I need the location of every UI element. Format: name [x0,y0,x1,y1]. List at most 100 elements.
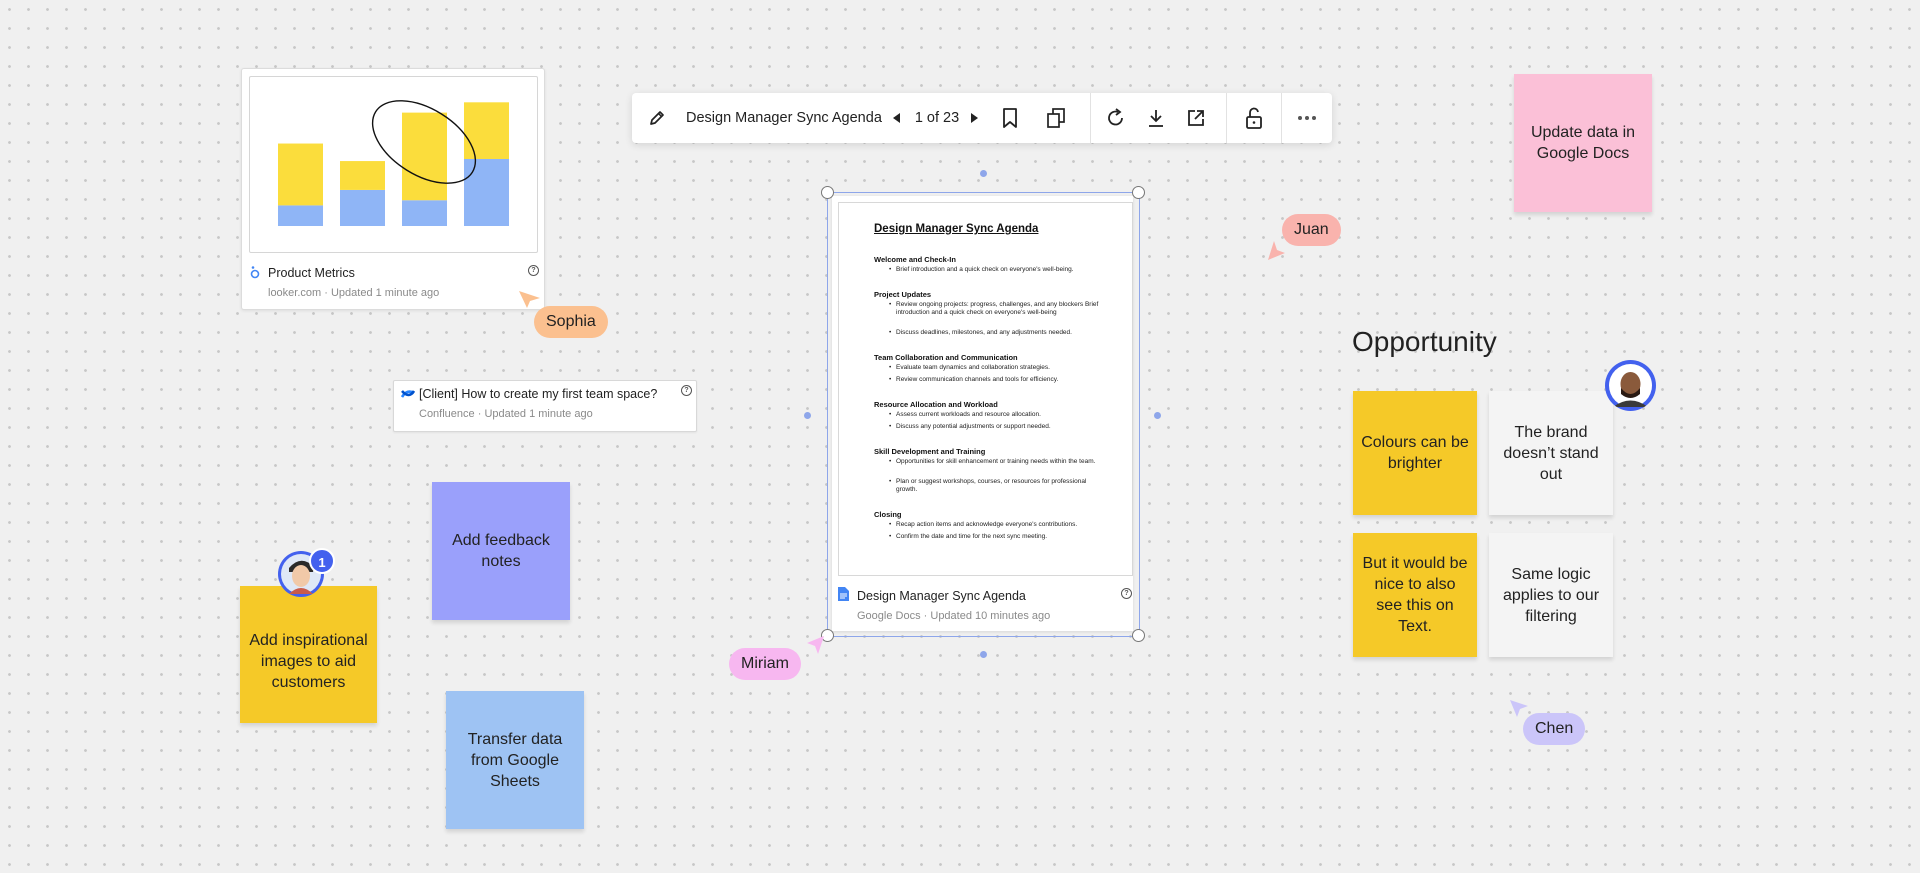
next-page-button[interactable] [963,93,985,143]
sticky-note-brand[interactable]: The brand doesn’t stand out [1489,391,1613,515]
cursor-arrow-sophia [519,291,540,308]
chart-bar-2-series-1 [340,189,385,226]
toolbar-document-name: Design Manager Sync Agenda [686,110,882,126]
connector-dot-left[interactable] [804,412,811,419]
toolbar-divider [1281,93,1282,143]
sticky-note-filtering[interactable]: Same logic applies to our filtering [1489,533,1613,657]
user-avatar-with-notification[interactable] [278,551,324,597]
document-bullet: Confirm the date and time for the next s… [889,533,1101,541]
document-updated: Updated 10 minutes ago [930,610,1051,622]
sticky-note-inspirational[interactable]: Add inspirational images to aid customer… [240,586,377,723]
connector-dot-top[interactable] [980,170,987,177]
bar-chart [249,76,538,253]
sticky-note-colours[interactable]: Colours can be brighter [1353,391,1477,515]
cursor-label-sophia: Sophia [534,306,608,338]
lock-button[interactable] [1236,93,1272,143]
resize-handle-top-right[interactable] [1132,186,1145,199]
confluence-updated: Updated 1 minute ago [484,408,593,420]
document-bullet: Review ongoing projects: progress, chall… [889,301,1101,317]
chart-bar-3-series-1 [402,200,447,226]
document-bullet: Opportunities for skill enhancement or t… [889,458,1101,466]
document-bullet: Assess current workloads and resource al… [889,411,1101,419]
more-options-button[interactable] [1288,93,1326,143]
download-button[interactable] [1138,93,1174,143]
document-section-heading: Team Collaboration and Communication [874,353,1018,362]
page-counter: 1 of 23 [914,110,960,126]
cursor-arrow-miriam [807,636,824,654]
previous-page-button[interactable] [886,93,908,143]
duplicate-pages-icon [1047,108,1065,128]
document-bullet: Discuss any potential adjustments or sup… [889,423,1101,431]
sticky-note-feedback[interactable]: Add feedback notes [432,482,570,620]
cursor-arrow-chen [1510,700,1528,717]
product-metrics-title: Product Metrics [268,266,355,280]
document-bullet: Review communication channels and tools … [889,376,1101,384]
toolbar-divider [1226,93,1227,143]
confluence-source: Confluence [419,408,475,420]
chart-bar-3-series-2 [402,112,447,201]
document-section-heading: Closing [874,510,902,519]
cursor-label-juan: Juan [1282,214,1341,246]
product-metrics-updated: Updated 1 minute ago [330,287,440,299]
product-metrics-card[interactable]: Product Metrics looker.com · Updated 1 m… [241,68,545,310]
chart-bar-2-series-2 [340,161,385,190]
refresh-button[interactable] [1098,93,1134,143]
document-card-title: Design Manager Sync Agenda [857,589,1026,603]
sticky-note-update-docs[interactable]: Update data in Google Docs [1514,74,1652,212]
document-section-heading: Welcome and Check-In [874,255,956,264]
document-card-meta: Google Docs · Updated 10 minutes ago [857,610,1051,622]
selection-frame [827,192,1140,637]
cursor-label-chen: Chen [1523,713,1586,745]
bookmark-button[interactable] [992,93,1028,143]
confluence-icon [400,387,416,405]
more-dots-icon [1298,116,1316,120]
refresh-icon [1108,108,1123,126]
edit-pencil-button[interactable] [640,93,674,143]
bookmark-icon [1003,108,1017,128]
user-avatar[interactable] [1605,360,1656,411]
external-link-icon [1188,110,1204,126]
chart-bar-1-series-2 [278,143,323,206]
document-section-heading: Project Updates [874,290,932,299]
resize-handle-top-left[interactable] [821,186,834,199]
document-bullet: Brief introduction and a quick check on … [889,266,1101,274]
document-source: Google Docs [857,610,921,622]
chart-svg [278,100,509,226]
confluence-card[interactable]: [Client] How to create my first team spa… [393,380,697,432]
unlock-icon [1246,107,1262,129]
help-icon[interactable]: ? [528,265,539,276]
caret-left-icon [893,113,900,123]
connector-dot-bottom[interactable] [980,651,987,658]
document-bullet: Plan or suggest workshops, courses, or r… [889,478,1101,494]
avatar-portrait [281,554,321,594]
cursor-arrow-juan [1268,241,1285,260]
connector-dot-right[interactable] [1154,412,1161,419]
cursor-label-miriam: Miriam [729,648,801,680]
caret-right-icon [971,113,978,123]
pencil-icon [650,111,664,125]
sticky-note-text[interactable]: But it would be nice to also see this on… [1353,533,1477,657]
toolbar-divider [1090,93,1091,143]
resize-handle-bottom-right[interactable] [1132,629,1145,642]
product-metrics-meta: looker.com · Updated 1 minute ago [268,287,440,299]
chart-bar-1-series-1 [278,205,323,226]
open-external-button[interactable] [1178,93,1214,143]
duplicate-button[interactable] [1038,93,1076,143]
chart-bar-4-series-1 [464,159,509,226]
product-metrics-source: looker.com [268,287,322,299]
chart-bar-4-series-2 [464,102,509,159]
confluence-title: [Client] How to create my first team spa… [419,387,658,401]
hand-drawn-circle-annotation [371,100,477,184]
resize-handle-bottom-left[interactable] [821,629,834,642]
help-icon[interactable]: ? [1121,588,1132,599]
document-preview-page: Design Manager Sync Agenda Welcome and C… [838,202,1133,576]
google-docs-icon [838,587,849,606]
document-toolbar: Design Manager Sync Agenda 1 of 23 [632,93,1332,143]
document-bullet: Evaluate team dynamics and collaboration… [889,364,1101,372]
document-section-heading: Skill Development and Training [874,447,986,456]
help-icon[interactable]: ? [681,385,692,396]
sticky-note-transfer[interactable]: Transfer data from Google Sheets [446,691,584,829]
document-section-heading: Resource Allocation and Workload [874,400,998,409]
notification-badge: 1 [309,548,335,574]
download-icon [1149,110,1163,127]
